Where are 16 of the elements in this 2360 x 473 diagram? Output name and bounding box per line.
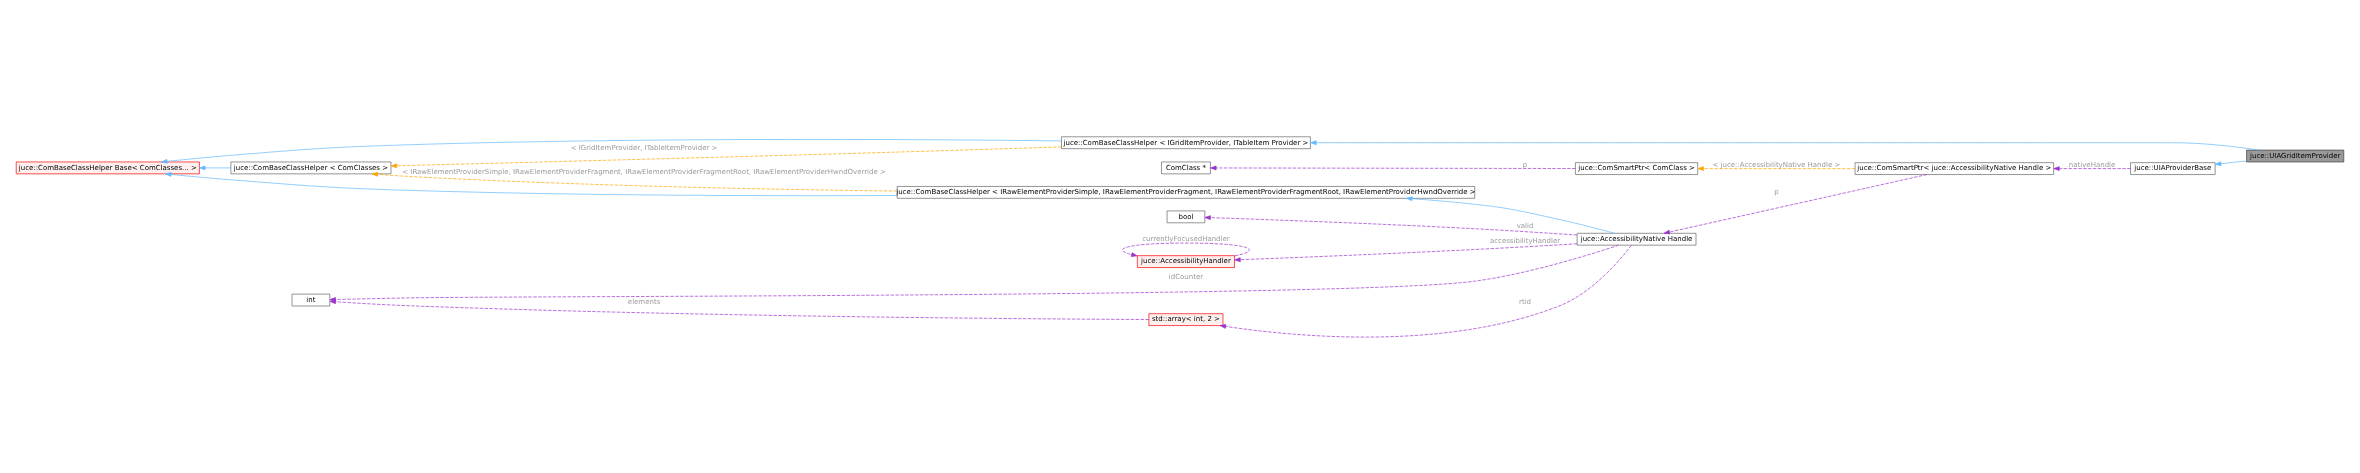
- arrow: [371, 171, 898, 191]
- arrow: [2214, 160, 2247, 166]
- arrow: [161, 138, 1062, 164]
- arrow: [1234, 242, 1578, 262]
- arrow: [1663, 173, 1928, 234]
- arrow: [1122, 242, 1250, 257]
- arrow: [2053, 165, 2131, 171]
- arrow: [1219, 244, 1632, 337]
- arrow: [1310, 139, 2260, 150]
- arrow: [199, 165, 232, 170]
- arrow: [1204, 214, 1578, 235]
- arrow: [390, 146, 1062, 168]
- arrow: [1406, 195, 1615, 234]
- arrow: [1210, 165, 1576, 170]
- arrow: [165, 171, 898, 196]
- arrow: [1697, 165, 1856, 171]
